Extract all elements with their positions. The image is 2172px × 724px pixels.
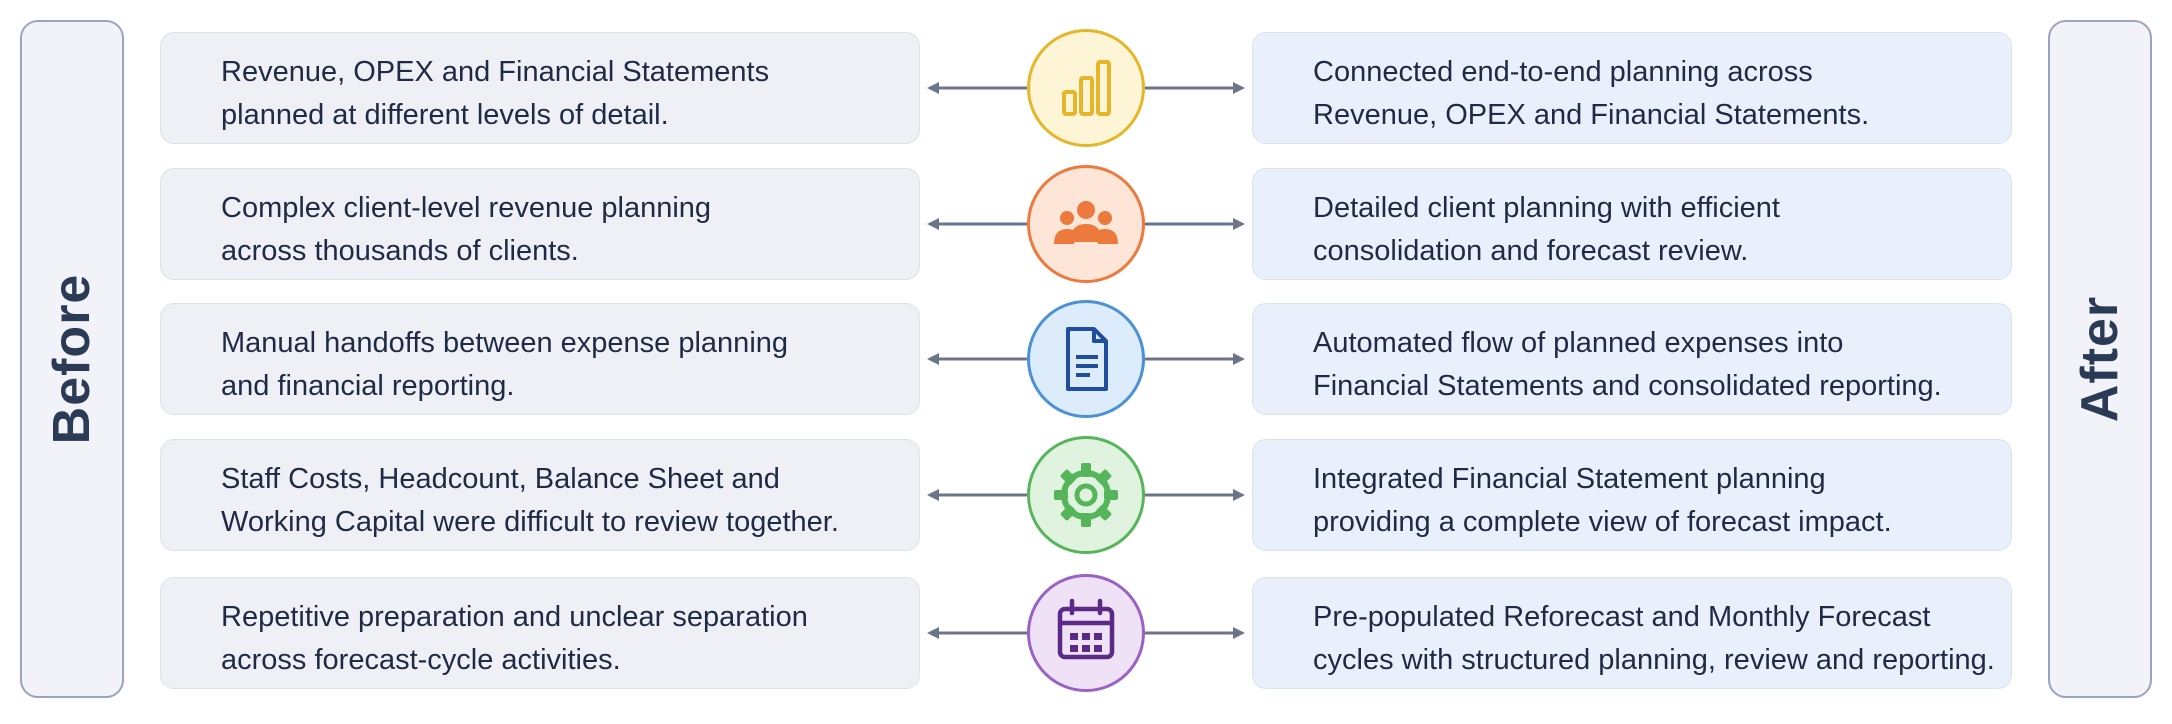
before-text-line: planned at different levels of detail. <box>221 99 669 131</box>
after-text-line: Pre-populated Reforecast and Monthly For… <box>1313 601 1931 633</box>
before-text-line: Revenue, OPEX and Financial Statements <box>221 56 770 88</box>
after-card: Integrated Financial Statement planning p… <box>1252 439 2012 551</box>
after-panel: After <box>2048 20 2152 698</box>
after-card: Pre-populated Reforecast and Monthly For… <box>1252 577 2012 689</box>
before-text-line: across forecast-cycle activities. <box>221 644 621 676</box>
after-text-line: Integrated Financial Statement planning <box>1313 463 1826 495</box>
before-card: Complex client-level revenue planning acr… <box>160 168 920 280</box>
after-text-line: Detailed client planning with efficient <box>1313 192 1780 224</box>
before-panel: Before <box>20 20 124 698</box>
before-text-line: Working Capital were difficult to review… <box>221 506 839 538</box>
users-group-icon <box>1027 165 1145 283</box>
before-text-line: and financial reporting. <box>221 370 515 402</box>
before-text-line: Staff Costs, Headcount, Balance Sheet an… <box>221 463 780 495</box>
after-text-line: Revenue, OPEX and Financial Statements. <box>1313 99 1870 131</box>
after-text-line: consolidation and forecast review. <box>1313 235 1749 267</box>
gear-icon <box>1027 436 1145 554</box>
after-text-line: Connected end-to-end planning across <box>1313 56 1813 88</box>
before-card: Manual handoffs between expense planning… <box>160 303 920 415</box>
after-text-line: cycles with structured planning, review … <box>1313 644 1995 676</box>
calendar-icon <box>1027 574 1145 692</box>
before-card: Repetitive preparation and unclear separ… <box>160 577 920 689</box>
document-icon <box>1027 300 1145 418</box>
bar-chart-icon <box>1027 29 1145 147</box>
after-card: Detailed client planning with efficient c… <box>1252 168 2012 280</box>
before-text-line: Complex client-level revenue planning <box>221 192 712 224</box>
before-text-line: across thousands of clients. <box>221 235 579 267</box>
after-text-line: providing a complete view of forecast im… <box>1313 506 1892 538</box>
before-text-line: Manual handoffs between expense planning <box>221 327 789 359</box>
after-text-line: Automated flow of planned expenses into <box>1313 327 1844 359</box>
before-card: Revenue, OPEX and Financial Statements pl… <box>160 32 920 144</box>
before-text-line: Repetitive preparation and unclear separ… <box>221 601 808 633</box>
before-card: Staff Costs, Headcount, Balance Sheet an… <box>160 439 920 551</box>
after-text-line: Financial Statements and consolidated re… <box>1313 370 1942 402</box>
